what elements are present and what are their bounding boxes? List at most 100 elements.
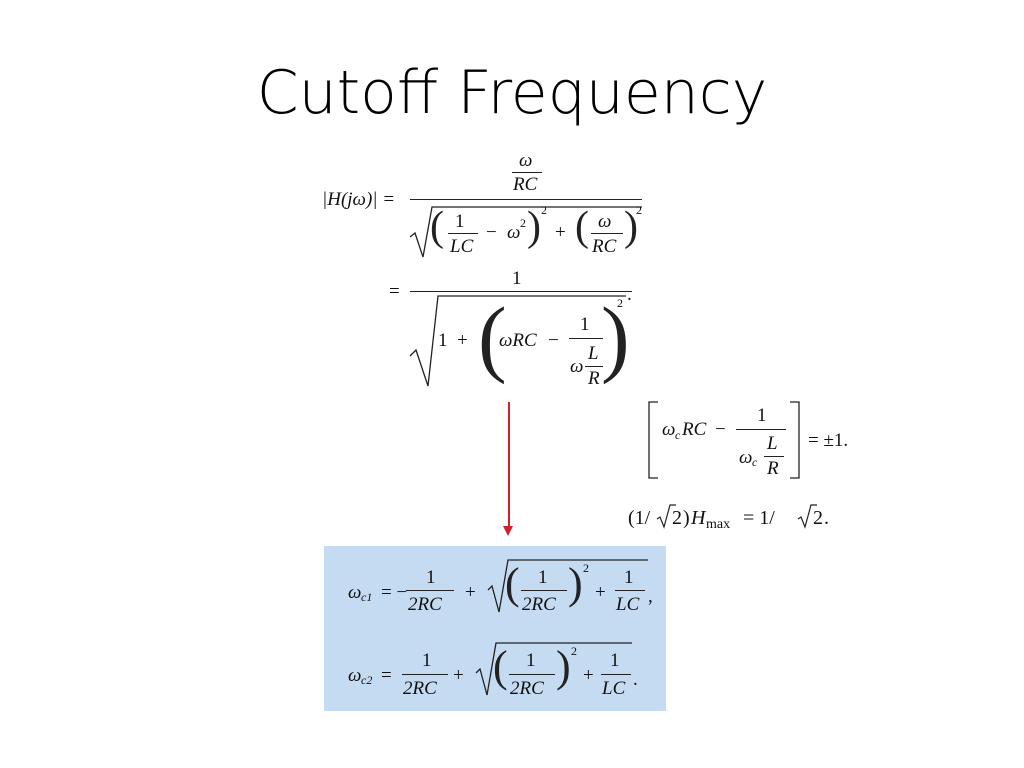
eq1-minus: − <box>486 222 497 243</box>
eq1-main-bar <box>410 199 642 201</box>
wc1-f2-bar <box>521 590 567 592</box>
eq3-rhs: = ±1. <box>808 430 849 451</box>
wc1-lparen: ( <box>505 559 520 608</box>
wc2-f3-bar <box>601 674 631 676</box>
eq2-f-num: 1 <box>580 314 590 335</box>
eq3-rc: RC <box>682 419 707 440</box>
eq1-lhs: |H(jω)| = <box>322 189 396 210</box>
wc2-f2-bar <box>509 674 555 676</box>
eq1-exp2: 2 <box>636 203 642 217</box>
eq2-period: . <box>627 284 632 305</box>
eq2-f-omega: ω <box>570 356 584 377</box>
wc2-f3-den: LC <box>602 678 626 699</box>
eq1-t1-den: LC <box>450 236 474 257</box>
wc1-rparen: ) <box>568 559 583 608</box>
eq1-exp: 2 <box>541 203 547 217</box>
wc1-f3-num: 1 <box>624 567 634 588</box>
eq3-den-omega: ω <box>739 447 753 468</box>
eq4-part-a: (1/ <box>628 507 651 529</box>
wc2-f2-den: 2RC <box>510 678 544 699</box>
cutoff-formulas-box <box>324 546 666 711</box>
eq1-t2-den: RC <box>592 236 617 257</box>
eq3-L: L <box>767 433 778 454</box>
eq3-R: R <box>767 458 779 479</box>
wc1-sub: c1 <box>361 590 373 604</box>
eq2-f-L: L <box>588 343 599 364</box>
eq2-one: 1 <box>438 330 448 351</box>
eq4-sqrt-arg-2: 2 <box>813 507 823 529</box>
wc2-f3-num: 1 <box>610 650 620 671</box>
eq1-t1-num: 1 <box>455 211 465 232</box>
eq3-num: 1 <box>757 405 767 426</box>
wc1-eq: = − <box>381 582 408 603</box>
eq2-minus: − <box>548 330 559 351</box>
wc1-f2-num: 1 <box>538 567 548 588</box>
wc2-plus2: + <box>583 665 594 686</box>
wc1-plus2: + <box>595 582 606 603</box>
wc2-rparen: ) <box>556 642 571 691</box>
wc2-f2-num: 1 <box>526 650 536 671</box>
wc2-exp: 2 <box>571 644 577 658</box>
sqrt-icon-2 <box>797 504 817 529</box>
wc2-f1-num: 1 <box>422 650 432 671</box>
right-bracket-icon <box>790 401 800 479</box>
wc2-eq: = <box>381 665 392 686</box>
wc2-sqrt-icon <box>475 642 632 696</box>
eq4-H: H <box>691 507 706 529</box>
wc1-f2-den: 2RC <box>522 594 556 615</box>
eq1-num-top: ω <box>519 150 533 171</box>
eq1-lparen: ( <box>430 204 444 250</box>
eq1-rparen: ) <box>527 204 541 250</box>
wc1-comma: , <box>648 586 653 607</box>
eq2-rparen: ) <box>601 289 630 385</box>
eq4-part-c: = 1/ <box>738 507 775 529</box>
eq1-t2-num: ω <box>598 211 612 232</box>
eq2-exp: 2 <box>617 296 623 310</box>
wc1-f1-num: 1 <box>426 567 436 588</box>
eq2-lparen: ( <box>478 289 507 385</box>
eq1-t2-bar <box>591 233 623 235</box>
eq2-wrc: ωRC <box>499 330 537 351</box>
wc1-f3-den: LC <box>616 594 640 615</box>
wc2-f1-bar <box>402 674 448 676</box>
eq2-plus: + <box>457 330 468 351</box>
eq3-omega-sub: c <box>675 428 681 442</box>
slide-title: Cutoff Frequency <box>256 58 768 128</box>
eq3-minus: − <box>715 419 726 440</box>
wc2-f1-den: 2RC <box>403 678 437 699</box>
sqrt-icon <box>656 504 676 529</box>
wc2-omega: ω <box>348 665 362 686</box>
wc1-sqrt-icon <box>487 559 648 613</box>
eq4-part-b: ) <box>683 507 690 529</box>
eq4-sqrt-arg: 2 <box>672 507 682 529</box>
wc1-f1-bar <box>406 590 454 592</box>
eq2-f-R: R <box>588 368 600 389</box>
eq3-bar <box>736 429 786 431</box>
eq3-sub-bar <box>764 456 784 458</box>
down-arrow-icon <box>503 526 513 536</box>
eq2-num: 1 <box>512 268 522 289</box>
eq1-sqrt-icon <box>409 206 642 258</box>
eq1-lparen2: ( <box>575 204 589 250</box>
eq3-den-sub: c <box>752 455 758 469</box>
eq1-t1-bar <box>448 233 478 235</box>
eq1-num-bot: RC <box>513 174 538 195</box>
eq4-period: . <box>824 507 829 529</box>
eq3-omega: ω <box>662 419 676 440</box>
eq1-omega: ω <box>507 222 521 243</box>
eq4-max: max <box>706 517 731 532</box>
wc2-plus: + <box>453 665 464 686</box>
wc1-exp: 2 <box>583 561 589 575</box>
wc1-plus: + <box>465 582 476 603</box>
eq2-equals: = <box>389 281 400 302</box>
eq1-rparen2: ) <box>624 204 638 250</box>
eq1-num-bar <box>512 172 542 174</box>
down-arrow-line <box>508 402 510 530</box>
eq2-f-sub-bar <box>585 366 603 368</box>
